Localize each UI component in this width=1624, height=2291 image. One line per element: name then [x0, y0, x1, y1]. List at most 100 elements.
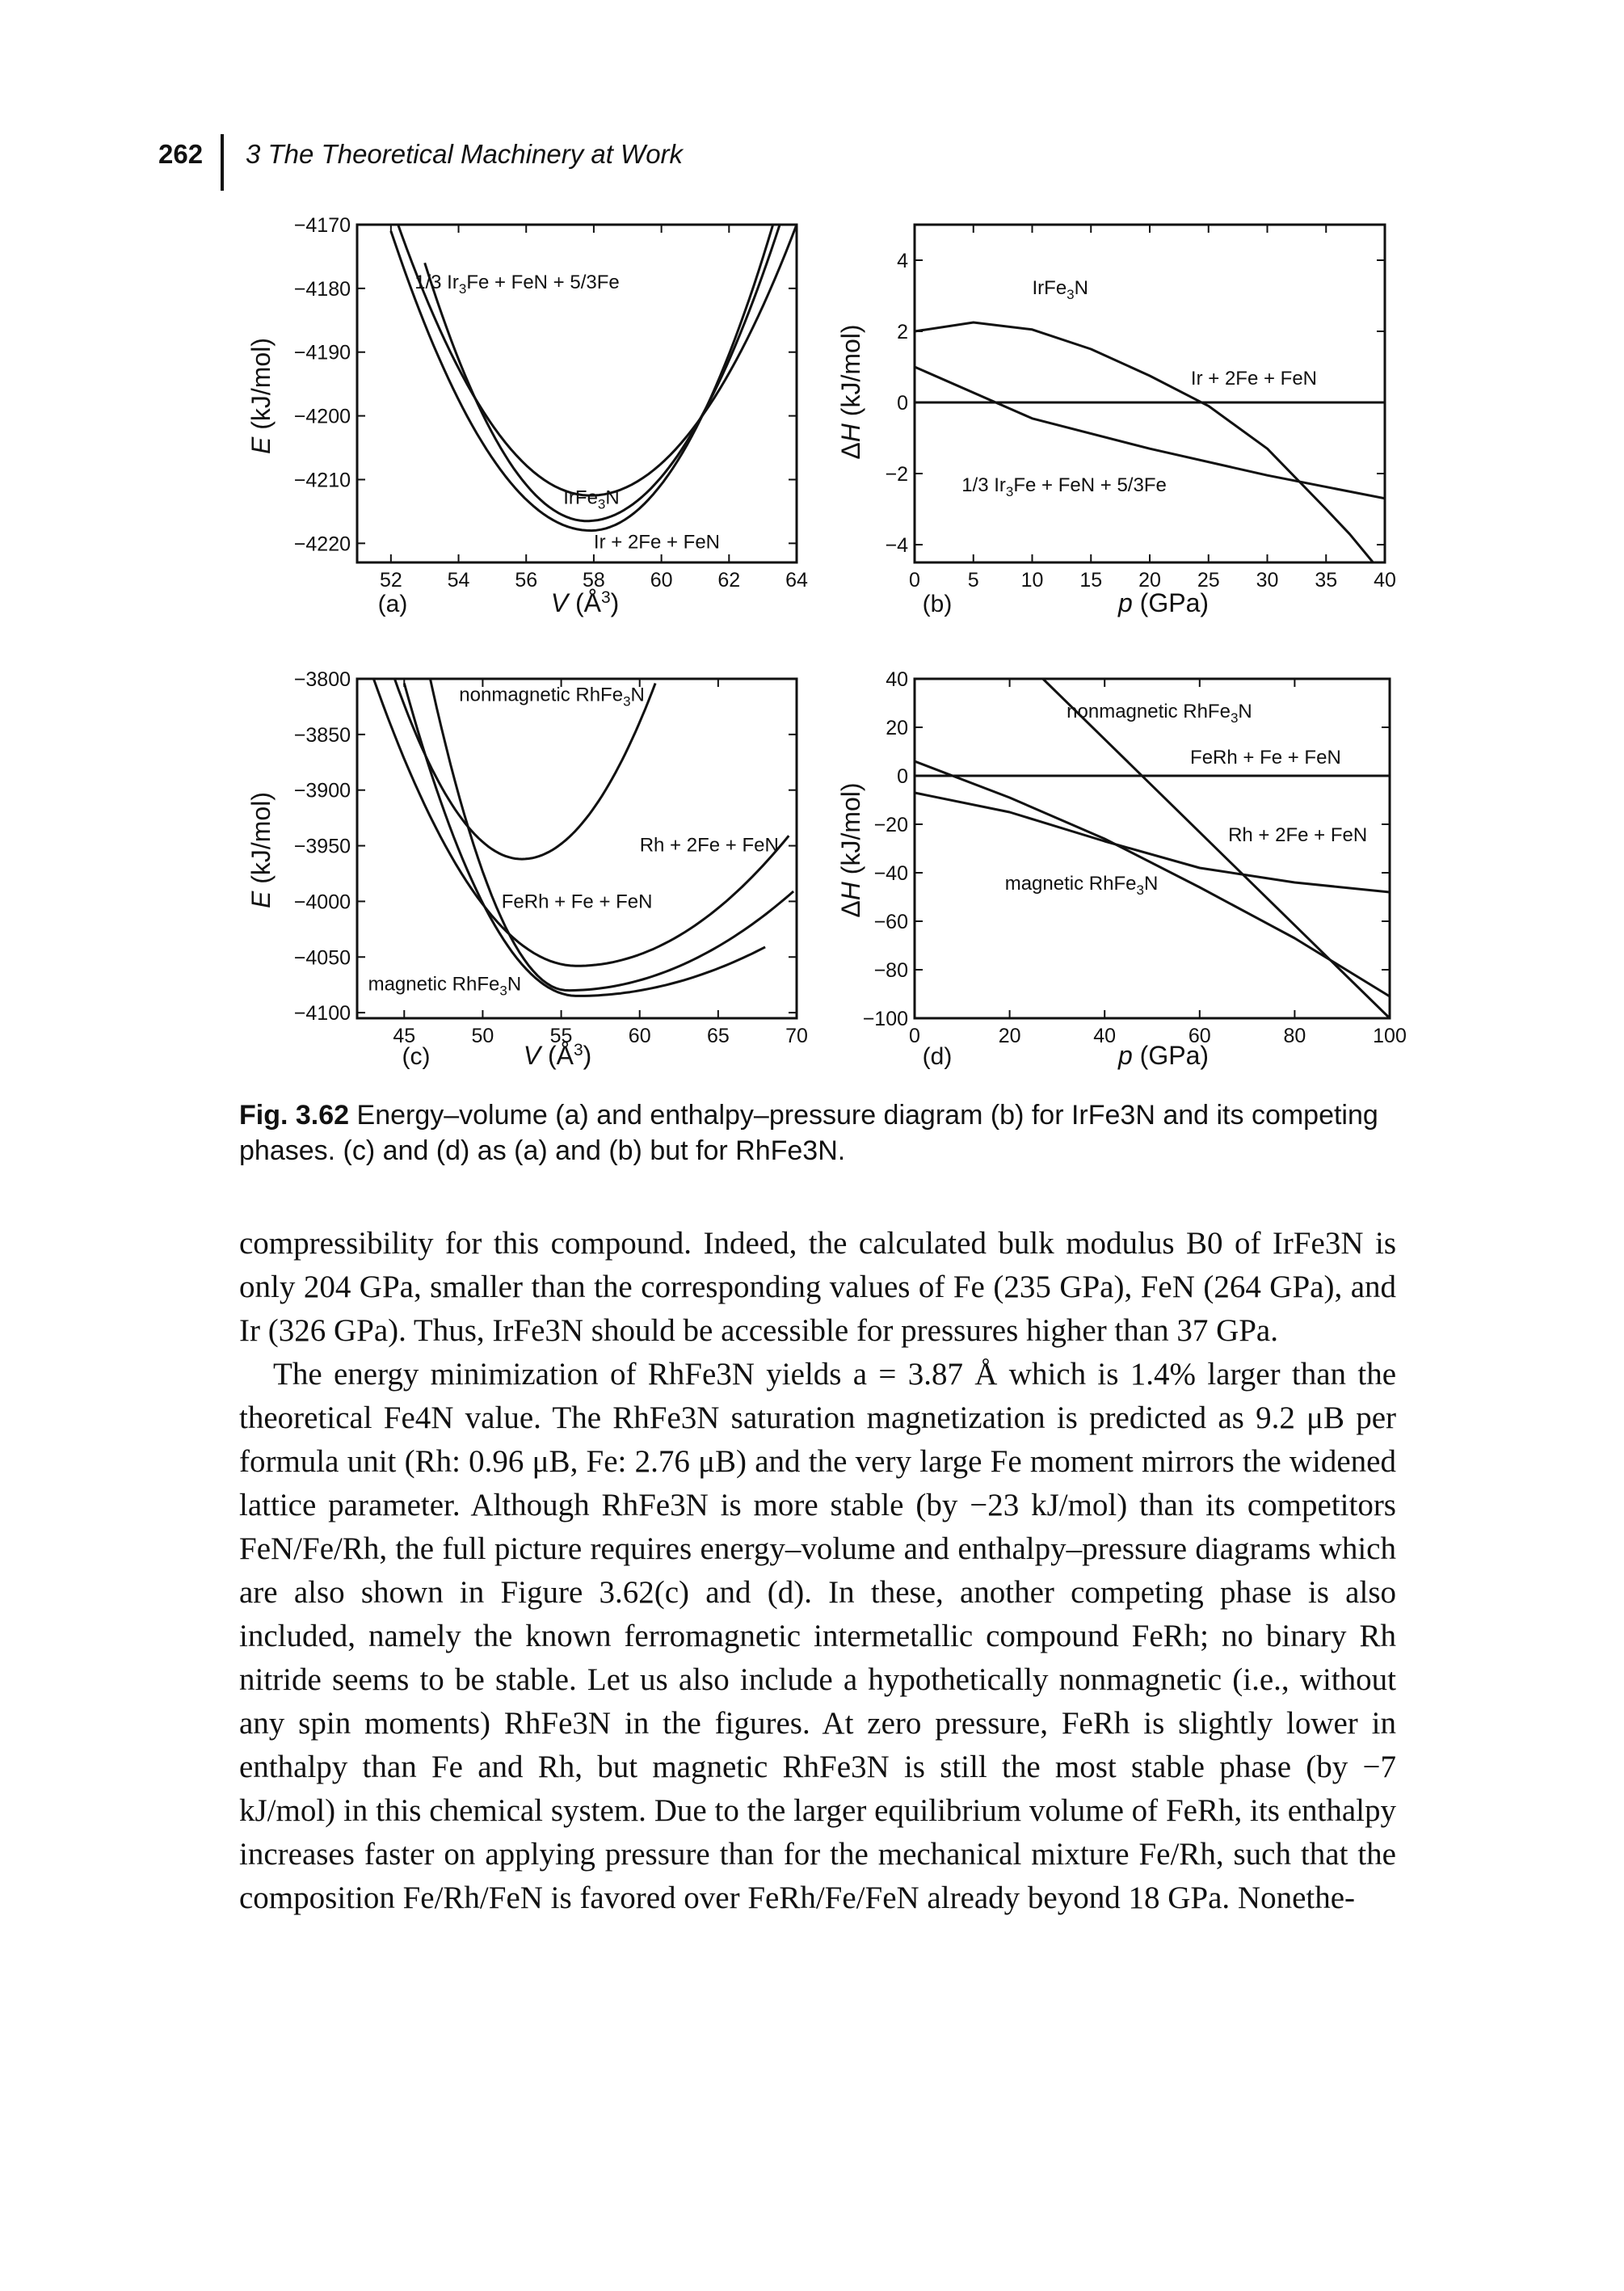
y-tick-label: 40: [886, 668, 908, 691]
y-tick-label: −3850: [294, 724, 351, 747]
x-tick-label: 20: [999, 1025, 1021, 1047]
y-tick-label: −60: [874, 911, 908, 933]
panel-label: (d): [923, 1043, 953, 1070]
series-label-nonmagnetic-rhfe3n: nonmagnetic RhFe3​N: [459, 684, 645, 710]
y-tick-label: −2: [885, 463, 908, 486]
series-line-nonmagnetic-rhfe3n: [393, 679, 657, 861]
running-title: 3 The Theoretical Machinery at Work: [246, 139, 684, 169]
x-tick-label: 52: [380, 569, 402, 592]
x-tick-label: 64: [785, 569, 808, 592]
y-tick-label: −4190: [294, 342, 351, 364]
page-number: 262: [158, 139, 204, 169]
x-tick-label: 0: [909, 569, 920, 592]
x-tick-label: 10: [1021, 569, 1044, 592]
header-divider: [221, 134, 224, 191]
x-tick-label: 62: [717, 569, 740, 592]
x-axis-label: p (GPa): [1117, 1041, 1209, 1070]
y-tick-label: −40: [874, 862, 908, 885]
series-label-magnetic-rhfe3n: magnetic RhFe3​N: [1005, 873, 1159, 898]
y-tick-label: −4050: [294, 946, 351, 969]
body-text: compressibility for this compound. Indee…: [239, 1222, 1396, 1920]
x-tick-label: 20: [1138, 569, 1161, 592]
series-label-ir-2fe-fen: Ir + 2Fe + FeN: [1191, 368, 1317, 390]
y-axis-label: ΔH (kJ/mol): [836, 324, 865, 459]
y-axis-label: E (kJ/mol): [246, 338, 276, 454]
series-line-1-3-ir3fe-fen-5-3fe: [397, 225, 797, 497]
panel-label: (a): [378, 591, 408, 617]
x-tick-label: 60: [629, 1025, 651, 1047]
x-tick-label: 65: [707, 1025, 730, 1047]
y-tick-label: −3800: [294, 668, 351, 691]
x-axis-label: p (GPa): [1117, 588, 1209, 617]
caption-text: Energy–volume (a) and enthalpy–pressure …: [239, 1100, 1378, 1166]
x-tick-label: 70: [785, 1025, 808, 1047]
y-tick-label: 0: [897, 392, 908, 415]
series-line-magnetic-rhfe3n: [402, 683, 766, 997]
y-tick-label: −4170: [294, 214, 351, 237]
y-tick-label: −4180: [294, 278, 351, 301]
y-axis-label: ΔH (kJ/mol): [836, 782, 865, 917]
y-tick-label: −4220: [294, 533, 351, 555]
y-axis-label: E (kJ/mol): [246, 792, 276, 908]
plot-frame: [356, 677, 798, 1020]
y-tick-label: −3950: [294, 836, 351, 858]
series-line-irfe3n: [915, 321, 1375, 562]
plot-frame: [913, 223, 1386, 564]
paragraph-2: The energy minimization of RhFe3N yields…: [239, 1357, 1396, 1915]
x-tick-label: 15: [1079, 569, 1102, 592]
x-tick-label: 40: [1374, 569, 1396, 592]
y-tick-label: −20: [874, 814, 908, 836]
y-tick-label: −100: [863, 1008, 908, 1030]
x-tick-label: 54: [448, 569, 470, 592]
series-label-irfe3n: IrFe3​N: [563, 486, 619, 512]
x-tick-label: 100: [1373, 1025, 1407, 1047]
plot-frame: [913, 677, 1391, 1020]
panel-label: (c): [402, 1043, 431, 1070]
figure-caption: Fig. 3.62 Energy–volume (a) and enthalpy…: [239, 1097, 1403, 1169]
y-tick-label: −4210: [294, 469, 351, 491]
y-tick-label: −4200: [294, 406, 351, 428]
y-tick-label: 4: [897, 250, 908, 272]
series-label-nonmagnetic-rhfe3n: nonmagnetic RhFe3​N: [1067, 701, 1252, 726]
x-tick-label: 5: [968, 569, 979, 592]
series-label-1-3-ir3fe-fen-5-3fe: 1/3 Ir3​Fe + FeN + 5/3Fe: [414, 272, 620, 297]
x-tick-label: 0: [909, 1025, 920, 1047]
x-tick-label: 25: [1197, 569, 1220, 592]
series-line-nonmagnetic-rhfe3n: [1041, 679, 1390, 1018]
x-tick-label: 50: [472, 1025, 494, 1047]
y-tick-label: −4: [885, 534, 908, 557]
y-tick-label: 2: [897, 321, 908, 343]
figure-label: Fig. 3.62: [239, 1100, 350, 1131]
series-label-rh-2fe-fen: Rh + 2Fe + FeN: [640, 834, 779, 856]
series-line-1-3-ir3fe-fen-5-3fe: [915, 365, 1385, 500]
series-label-ir-2fe-fen: Ir + 2Fe + FeN: [594, 532, 720, 554]
plot-frame: [356, 223, 798, 564]
x-tick-label: 30: [1256, 569, 1279, 592]
chart-a-energy-volume-irfe3n: 52 54 56 58 60 62 64 −4170 −4180 −4190 −4200 −4210 −…: [246, 214, 808, 617]
y-tick-label: 20: [886, 717, 908, 739]
x-tick-label: 40: [1093, 1025, 1116, 1047]
series-line-ir-2fe-fen: [389, 225, 775, 533]
series-label-magnetic-rhfe3n: magnetic RhFe3​N: [368, 974, 522, 999]
series-line-magnetic-rhfe3n: [915, 760, 1390, 998]
series-label-1-3-ir3fe-fen-5-3fe: 1/3 Ir3​Fe + FeN + 5/3Fe: [961, 474, 1167, 499]
series-label-ferh-fe-fen: FeRh + Fe + FeN: [502, 891, 653, 913]
x-axis-label: V (Å3): [524, 1041, 592, 1071]
series-label-ferh-fe-fen: FeRh + Fe + FeN: [1190, 747, 1341, 769]
x-tick-label: 60: [650, 569, 673, 592]
paragraph-1: compressibility for this compound. Indee…: [239, 1226, 1396, 1348]
x-tick-label: 56: [515, 569, 537, 592]
x-tick-label: 35: [1315, 569, 1337, 592]
series-label-rh-2fe-fen: Rh + 2Fe + FeN: [1228, 824, 1367, 846]
y-tick-label: −80: [874, 959, 908, 982]
x-tick-label: 60: [1189, 1025, 1211, 1047]
y-tick-label: −4100: [294, 1002, 351, 1025]
series-line-ferh-fe-fen: [428, 679, 795, 992]
running-header: 262 3 The Theoretical Machinery at Work: [158, 134, 886, 191]
x-tick-label: 58: [583, 569, 605, 592]
y-tick-label: −3900: [294, 780, 351, 802]
x-tick-label: 80: [1283, 1025, 1306, 1047]
y-tick-label: −4000: [294, 891, 351, 913]
